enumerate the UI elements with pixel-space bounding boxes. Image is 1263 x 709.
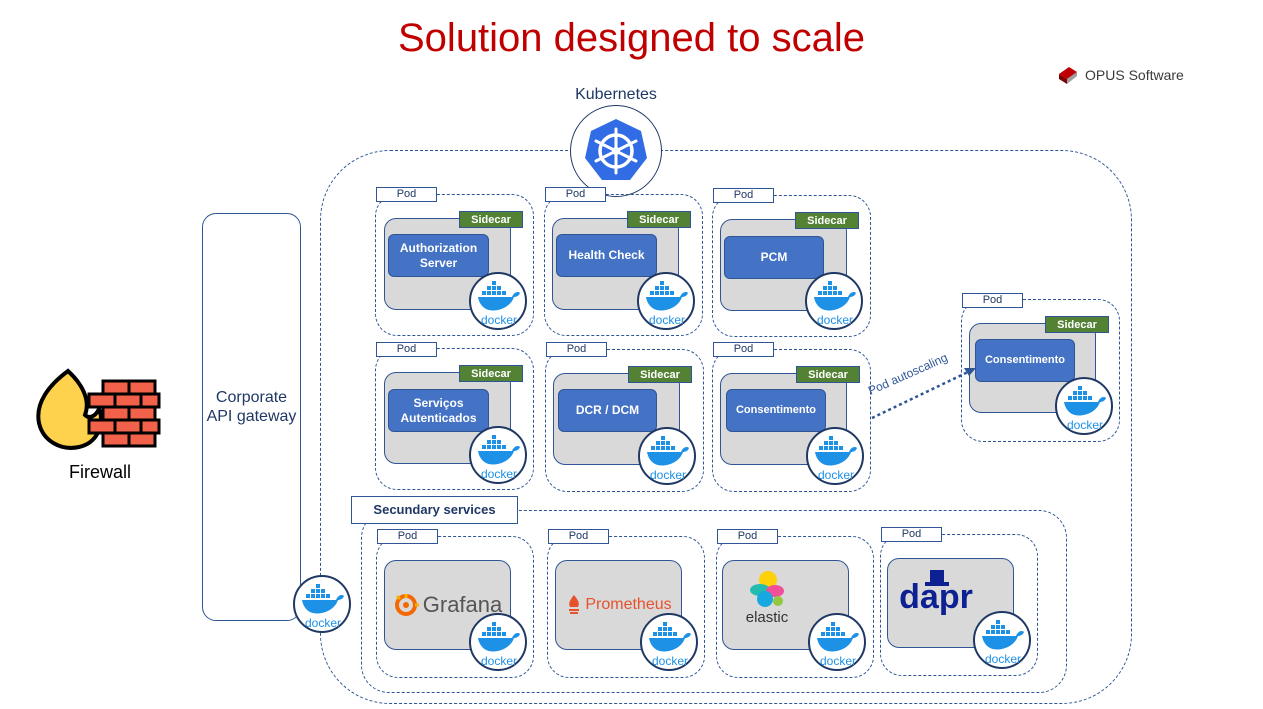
pod-dcr-dcm <box>545 349 704 492</box>
docker-icon <box>640 613 698 671</box>
gateway-label-line1: Corporate <box>215 389 288 406</box>
pod-consentimento <box>712 349 871 492</box>
pod-tag: Pod <box>713 188 774 203</box>
sidecar-badge: Sidecar <box>459 211 523 228</box>
docker-icon <box>638 427 696 485</box>
pod-tag: Pod <box>881 527 942 542</box>
service-servicos-autenticados: Serviços Autenticados <box>388 389 489 432</box>
prometheus-icon <box>569 595 580 614</box>
api-gateway: Corporate API gateway <box>202 213 301 621</box>
docker-icon <box>469 426 527 484</box>
book-logo <box>1059 67 1077 84</box>
docker-icon <box>806 427 864 485</box>
kubernetes-helm-icon <box>585 119 647 180</box>
grafana-icon <box>394 594 419 616</box>
pod-tag: Pod <box>377 529 438 544</box>
pod-tag: Pod <box>717 529 778 544</box>
pod-tag: Pod <box>548 529 609 544</box>
sidecar-badge: Sidecar <box>1045 316 1109 333</box>
service-authorization-server: Authorization Server <box>388 234 489 277</box>
docker-icon <box>808 613 866 671</box>
docker-icon <box>805 272 863 330</box>
secondary-services-group <box>361 510 1067 693</box>
autoscaling-arrow <box>871 368 976 420</box>
service-dcr-dcm: DCR / DCM <box>558 389 657 432</box>
service-health-check: Health Check <box>556 234 657 277</box>
kubernetes-label: Kubernetes <box>575 86 657 103</box>
service-pcm: PCM <box>724 236 824 279</box>
sidecar-badge: Sidecar <box>795 212 859 229</box>
docker-icon <box>469 272 527 330</box>
elastic-icon <box>750 571 784 607</box>
kubernetes-badge <box>570 105 662 197</box>
docker-icon <box>1055 377 1113 435</box>
gateway-label-line2: API gateway <box>206 408 297 425</box>
pod-consentimento-scaled <box>961 299 1120 442</box>
grafana-logo: Grafana <box>422 592 503 617</box>
brand: OPUS Software <box>1057 64 1184 86</box>
kubernetes-cluster <box>320 150 1132 704</box>
sidecar-badge: Sidecar <box>459 365 523 382</box>
pod-pcm <box>712 195 871 337</box>
pod-tag: Pod <box>545 187 606 202</box>
dapr-hat-icon <box>925 570 949 586</box>
pod-elastic <box>716 536 874 678</box>
pod-grafana <box>376 536 534 678</box>
sidecar-badge: Sidecar <box>627 211 691 228</box>
pod-dapr <box>880 534 1038 676</box>
pod-tag: Pod <box>376 342 437 357</box>
pod-servicos-autenticados <box>375 348 534 490</box>
pod-tag: Pod <box>713 342 774 357</box>
sidecar-badge: Sidecar <box>628 366 692 383</box>
pod-health-check <box>544 194 703 336</box>
docker-icon <box>637 272 695 330</box>
service-consentimento: Consentimento <box>726 389 826 432</box>
pod-tag: Pod <box>962 293 1023 308</box>
brand-name: OPUS Software <box>1085 67 1184 83</box>
service-consentimento-scaled: Consentimento <box>975 339 1075 382</box>
pod-tag: Pod <box>376 187 437 202</box>
docker-icon <box>469 613 527 671</box>
prometheus-logo: Prometheus <box>585 596 672 613</box>
pod-tag: Pod <box>546 342 607 357</box>
firewall-label: Firewall <box>68 462 131 482</box>
pod-authorization-server <box>375 194 534 336</box>
secondary-services-label: Secundary services <box>351 496 518 524</box>
pod-prometheus <box>547 536 705 678</box>
docker-icon-gateway <box>293 575 351 633</box>
page-title: Solution designed to scale <box>398 16 865 60</box>
firewall-icon <box>36 368 161 450</box>
dapr-logo: dapr <box>899 578 973 616</box>
sidecar-badge: Sidecar <box>796 366 860 383</box>
elastic-logo: elastic <box>745 609 789 626</box>
docker-icon <box>973 611 1031 669</box>
